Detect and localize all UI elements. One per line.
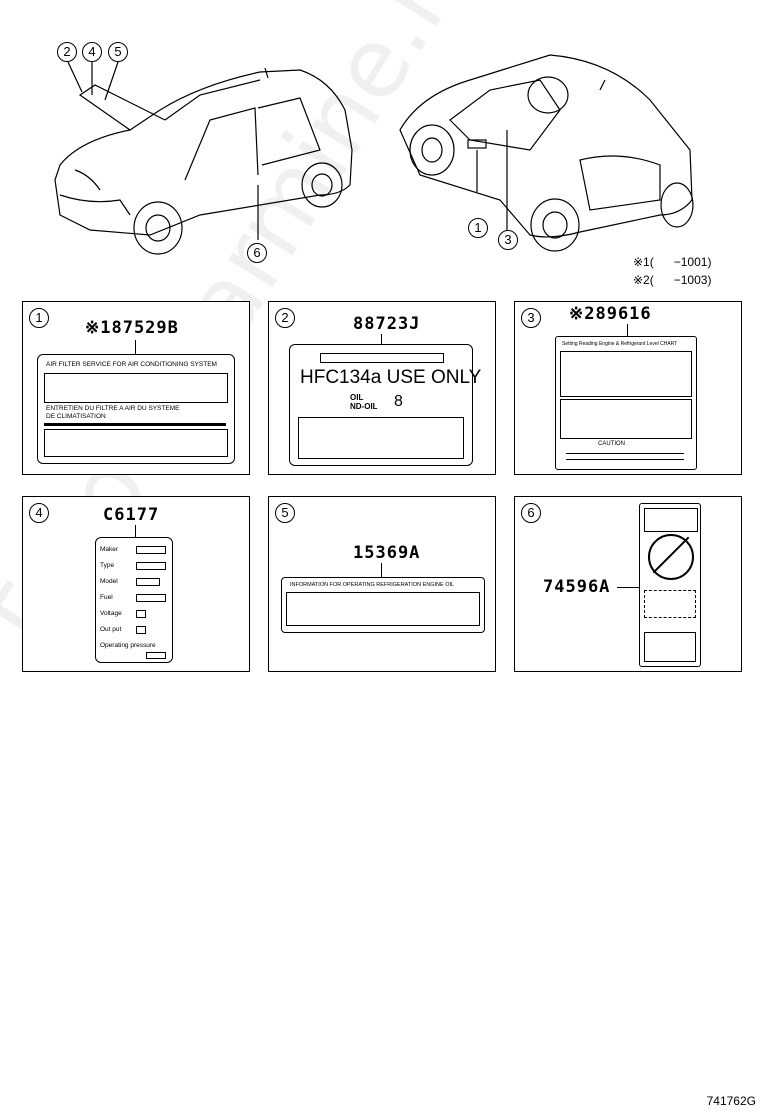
callout-5: 5 [108,42,128,62]
panel-number: 5 [275,503,295,523]
refrigerant-label: HFC134a USE ONLY OIL ND-OIL 8 [289,344,481,466]
part-code: C6177 [103,505,160,525]
panel-number: 3 [521,308,541,328]
panel-number: 6 [521,503,541,523]
panel-6: 6 74596A [514,496,742,672]
panel-number: 2 [275,308,295,328]
callout-1: 1 [468,218,488,238]
callout-2: 2 [57,42,77,62]
part-code: 88723J [353,314,421,334]
callout-4: 4 [82,42,102,62]
refrigerant-chart-label: Setting Reading Engine & Refrigerant Lev… [555,336,697,470]
panel-2: 2 88723J HFC134a USE ONLY OIL ND-OIL 8 [268,301,496,475]
callout-6: 6 [247,243,267,263]
part-code: 74596A [543,577,611,597]
oil-info-label: INFORMATION FOR OPERATING REFRIGERATION … [281,577,485,633]
panel-1: 1 ※187529B AIR FILTER SERVICE FOR AIR CO… [22,301,250,475]
note-1: ※1( −1001) [633,255,712,269]
part-code: ※289616 [569,304,652,324]
ac-filter-label: AIR FILTER SERVICE FOR AIR CONDITIONING … [37,354,235,464]
callout-3: 3 [498,230,518,250]
part-code: 15369A [353,543,421,563]
note-2: ※2( −1003) [633,273,712,287]
panel-4: 4 C6177 Maker Type Model Fuel Voltage Ou… [22,496,250,672]
figure-code: 741762G [706,1094,756,1108]
front-car-illustration [54,61,353,255]
part-code: ※187529B [85,318,179,338]
warning-label [639,503,701,667]
rear-car-illustration [399,54,694,252]
panel-number: 4 [29,503,49,523]
panel-number: 1 [29,308,49,328]
panel-5: 5 15369A INFORMATION FOR OPERATING REFRI… [268,496,496,672]
nameplate-label: Maker Type Model Fuel Voltage Out put Op… [95,537,173,663]
no-symbol-icon [648,534,694,580]
panel-3: 3 ※289616 Setting Reading Engine & Refri… [514,301,742,475]
